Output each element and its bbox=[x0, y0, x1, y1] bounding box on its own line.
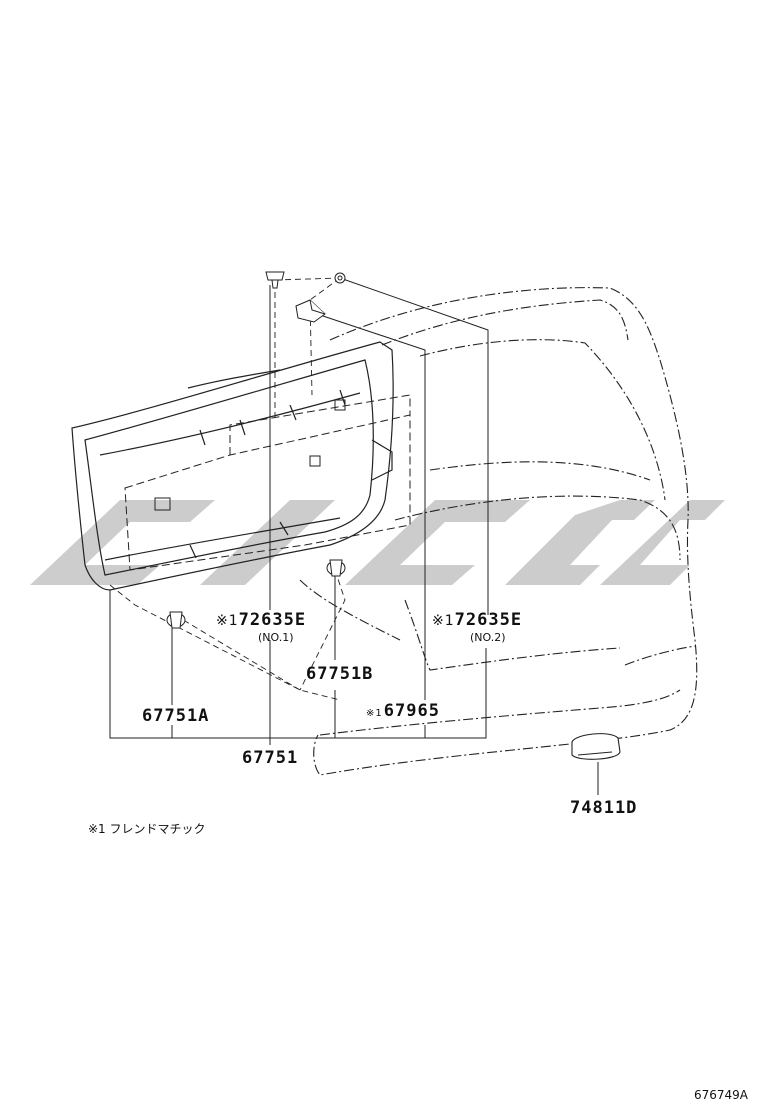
part-number: 67965 bbox=[383, 701, 440, 721]
part-label-67965[interactable]: ※167965 bbox=[366, 701, 440, 721]
drawing-id: 676749A bbox=[693, 1088, 748, 1102]
explode-lines bbox=[109, 277, 346, 701]
legend-note: ※1 フレンドマチック bbox=[88, 822, 206, 836]
part-label-72635e-no1[interactable]: ※172635E bbox=[216, 610, 306, 630]
cap-nut-icon bbox=[334, 272, 346, 284]
part-note-no2: (NO.2) bbox=[470, 631, 506, 644]
clip-icon bbox=[265, 271, 285, 289]
part-label-67751a[interactable]: 67751A bbox=[142, 706, 210, 726]
watermark-logo bbox=[30, 500, 725, 585]
part-label-67751b[interactable]: 67751B bbox=[306, 664, 374, 684]
bracket-icon bbox=[295, 299, 326, 323]
clip-67751a-icon bbox=[166, 611, 186, 629]
part-label-74811d[interactable]: 74811D bbox=[570, 798, 638, 818]
leader-lines bbox=[109, 277, 599, 795]
friend-matic-mark: ※1 bbox=[366, 708, 383, 719]
part-label-72635e-no2[interactable]: ※172635E bbox=[432, 610, 522, 630]
part-label-67751[interactable]: 67751 bbox=[242, 748, 299, 768]
part-number: 72635E bbox=[238, 610, 307, 630]
friend-matic-mark: ※1 bbox=[216, 613, 239, 629]
license-lamp-icon bbox=[571, 733, 621, 760]
clip-67751b-icon bbox=[326, 559, 346, 577]
back-door-outline bbox=[299, 287, 698, 776]
trim-board bbox=[71, 341, 394, 591]
hidden-panel-outline bbox=[124, 394, 411, 571]
friend-matic-mark: ※1 bbox=[432, 613, 455, 629]
part-note-no1: (NO.1) bbox=[258, 631, 294, 644]
part-number: 72635E bbox=[454, 610, 523, 630]
